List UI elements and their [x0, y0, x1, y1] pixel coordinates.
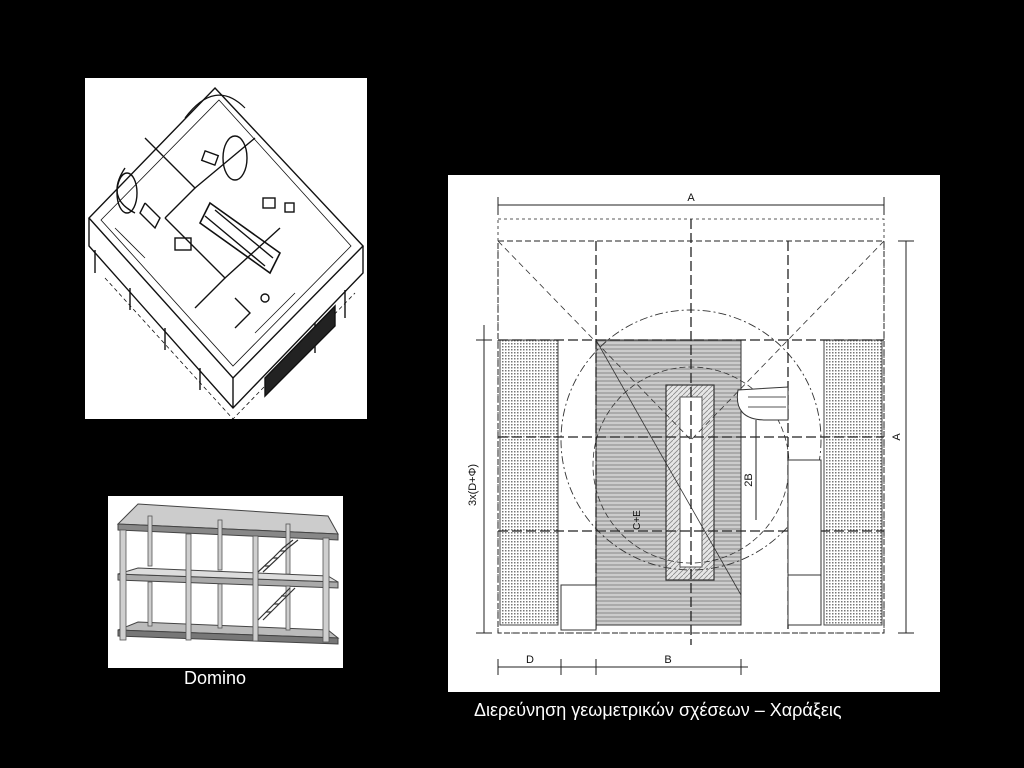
- left-wing: [499, 339, 559, 626]
- axonometric-drawing: [85, 78, 367, 419]
- right-dim-label: A: [891, 433, 903, 441]
- left-dim-label: 3x(D+Φ): [467, 464, 479, 506]
- stair-label: C+E: [632, 510, 643, 530]
- bottom-b-label: B: [664, 654, 671, 666]
- domino-caption: Domino: [184, 668, 247, 688]
- domino-drawing: [108, 496, 343, 668]
- bottom-d-label: D: [526, 654, 534, 666]
- domino-svg: [116, 503, 340, 645]
- axonometric-svg: [88, 86, 364, 419]
- right-wing: [823, 339, 883, 626]
- top-dim-label: A: [687, 192, 695, 204]
- plan-caption: Διερεύνηση γεωμετρικών σχέσεων – Χαράξει…: [474, 700, 842, 720]
- plan-svg: A A 3x(D+Φ) D B 2B C+E: [467, 192, 914, 675]
- plan-drawing: A A 3x(D+Φ) D B 2B C+E: [448, 175, 940, 692]
- two-b-label: 2B: [743, 473, 755, 486]
